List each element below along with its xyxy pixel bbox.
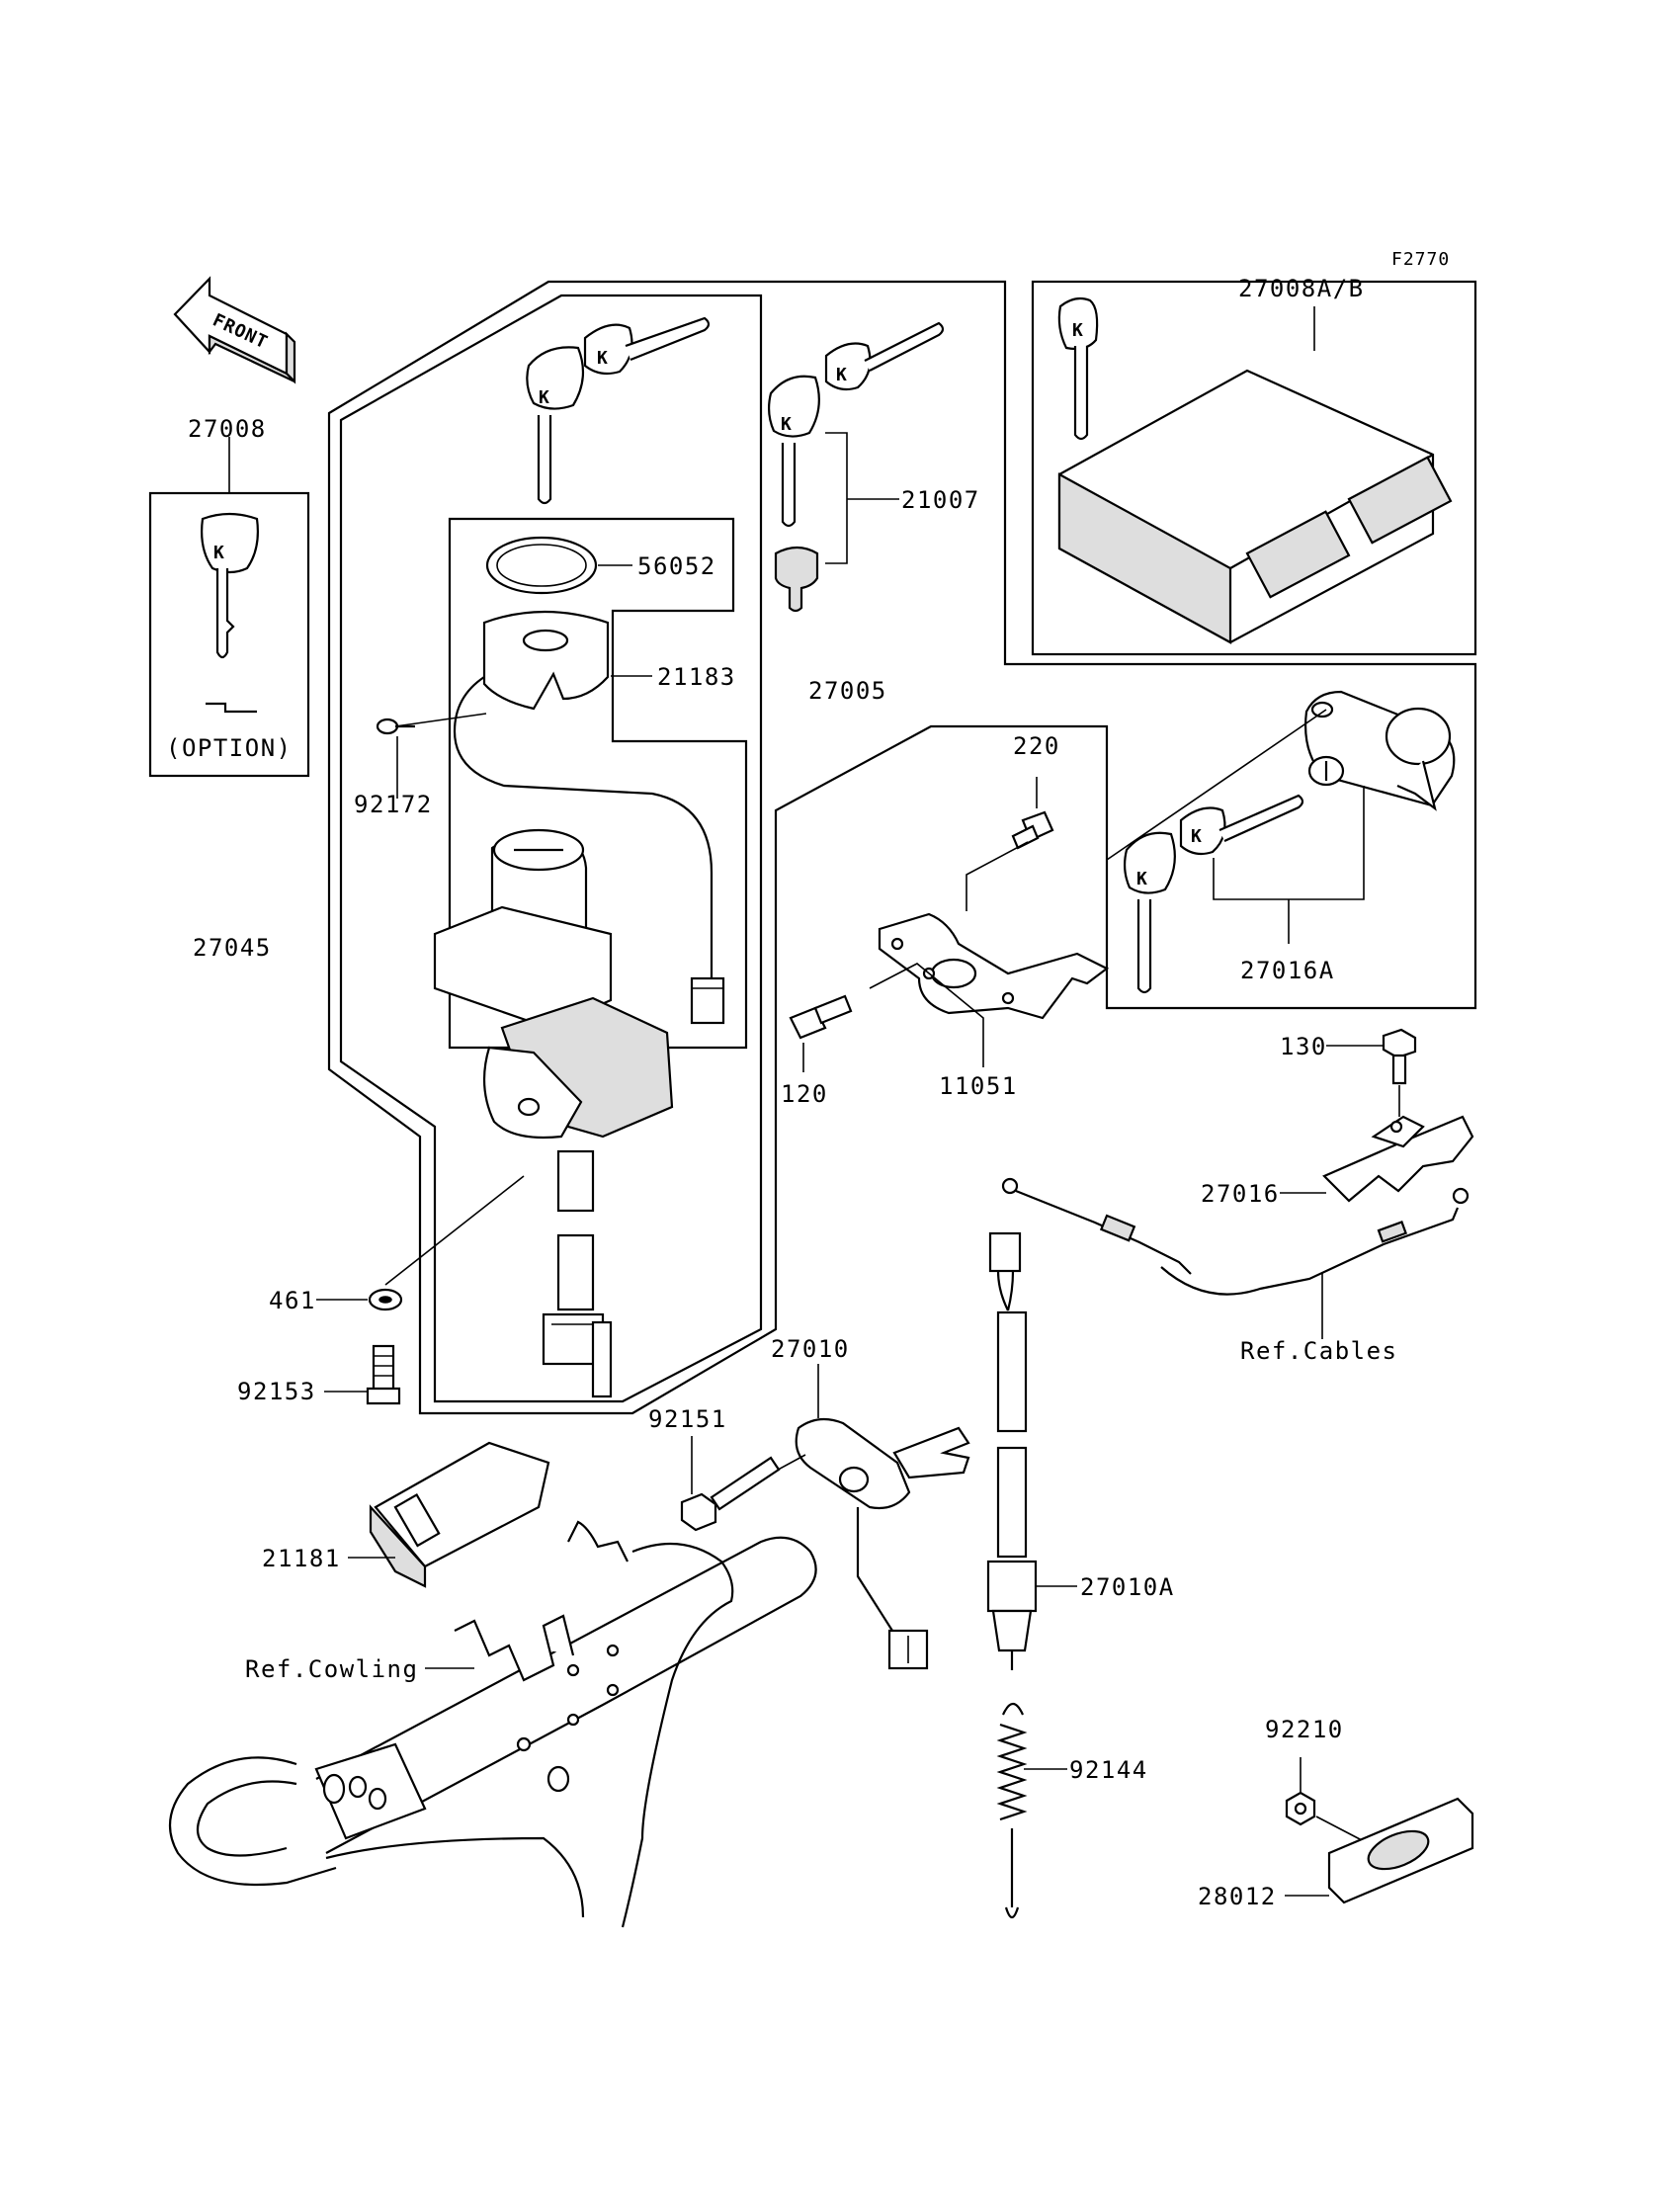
bracket-27016-icon [1322,1115,1474,1203]
key-pair-icon: K K [526,316,711,505]
bracket-11051-icon [878,912,1110,1020]
svg-text:K: K [1191,826,1203,847]
switch-27010a-icon [986,1231,1038,1670]
bolt-130-icon [1382,1028,1417,1085]
part-label-92172: 92172 [354,791,433,818]
svg-text:K: K [539,387,550,408]
part-label-92210: 92210 [1265,1716,1344,1743]
key-icon: K [201,512,259,659]
bolt-92151-icon [680,1456,781,1532]
part-label-21181: 21181 [262,1545,341,1572]
svg-text:K: K [836,365,848,385]
part-label-461: 461 [269,1287,316,1314]
svg-text:K: K [1072,320,1084,341]
part-label-27010: 27010 [771,1335,850,1363]
key-pair-27016a-icon: K K [1123,794,1304,994]
part-label-92144: 92144 [1069,1756,1148,1784]
part-21181-icon [369,1441,550,1588]
plate-28012-icon [1327,1797,1474,1904]
part-label-21183: 21183 [657,663,736,691]
part-label-21007: 21007 [901,486,980,514]
spring-92144-icon [996,1702,1028,1919]
part-label-92153: 92153 [237,1378,316,1405]
part-label-120: 120 [781,1080,828,1108]
part-label-130: 130 [1280,1033,1327,1060]
option-label: (OPTION) [166,734,293,762]
nut-92210-icon [1285,1791,1316,1826]
part-label-27010a: 27010A [1080,1573,1175,1601]
svg-text:K: K [597,348,609,369]
part-label-27008: 27008 [188,415,267,443]
bolt-92153-icon [366,1344,401,1405]
ignition-switch-icon [433,828,674,1398]
ecu-key-icon: K [1057,296,1099,441]
key-pair-21007-icon: K K [767,321,945,528]
outline-27005 [339,294,763,1403]
bolt-220-icon [1011,810,1054,850]
part-label-27045: 27045 [193,934,272,962]
cable-icon [1001,1177,1470,1296]
svg-text:K: K [781,414,793,435]
washer-461-icon [368,1288,403,1311]
switch-cap-icon [453,610,725,1025]
figure-code: F2770 [1391,249,1450,270]
part-label-27016: 27016 [1201,1180,1280,1208]
switch-27010-icon [795,1417,970,1670]
part-label-27008ab: 27008A/B [1238,275,1365,302]
svg-text:K: K [213,543,225,563]
part-label-27016a: 27016A [1240,957,1335,984]
bolt-120-icon [789,994,853,1040]
washer-56052-icon [485,536,598,595]
frame-icon [168,1520,817,1928]
outline-27045 [327,280,1477,1415]
front-arrow-icon: FRONT [173,276,296,384]
part-label-220: 220 [1013,732,1060,760]
part-label-28012: 28012 [1198,1883,1277,1910]
part-label-92151: 92151 [648,1405,727,1433]
ref-cowling-label: Ref.Cowling [245,1655,418,1683]
ecu-module-icon [1057,369,1453,644]
part-label-11051: 11051 [939,1072,1018,1100]
ref-cables-label: Ref.Cables [1240,1337,1398,1365]
part-label-27005: 27005 [808,677,887,705]
ecu-box [1031,280,1477,656]
part-label-56052: 56052 [637,552,716,580]
lock-cylinder-icon [774,546,819,613]
svg-text:K: K [1136,869,1148,889]
option-key-group: K [148,437,310,778]
lock-27016a-icon [1304,690,1456,811]
